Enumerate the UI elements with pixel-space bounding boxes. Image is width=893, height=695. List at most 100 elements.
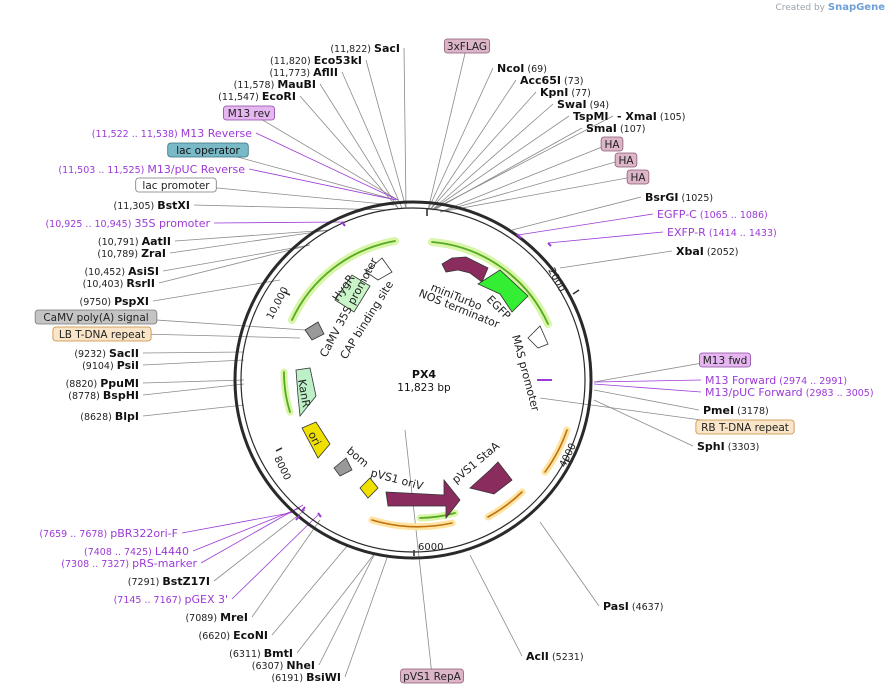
kanr-arrow (295, 367, 317, 418)
label-mrei[interactable]: (7089) MreI (185, 611, 248, 624)
label-text-pgex-3: (7145 .. 7167) pGEX 3' (114, 593, 228, 606)
connector-saci (403, 47, 407, 209)
connector-acli (469, 554, 523, 657)
label-lb-tdna-repeat-tag[interactable]: LB T-DNA repeat (52, 326, 152, 342)
label-aflii[interactable]: (11,773) AflII (269, 66, 338, 79)
label-sphi[interactable]: SphI (3303) (697, 440, 759, 453)
label-blpi[interactable]: (8628) BlpI (80, 410, 139, 423)
label-bmti[interactable]: (6311) BmtI (229, 647, 293, 660)
label-m13-rev-tag[interactable]: M13 rev (223, 105, 275, 121)
connector-bstz17i (213, 509, 306, 582)
label-swai[interactable]: SwaI (94) (557, 98, 609, 111)
label-text-sacii: (9232) SacII (74, 347, 139, 360)
connector-mrei (251, 519, 321, 618)
label-nhei[interactable]: (6307) NheI (252, 659, 315, 672)
tag-text-lac-operator-tag: lac operator (176, 145, 240, 157)
connector-blpi (142, 404, 245, 417)
label-3xflag-tag[interactable]: 3xFLAG (443, 38, 491, 54)
label-psii[interactable]: (9104) PsiI (82, 359, 139, 372)
label-tspmi[interactable]: TspMI (573, 110, 609, 123)
label-ha-tag-2[interactable]: HA (614, 152, 638, 168)
label-bsrgi[interactable]: BsrGI (1025) (645, 191, 713, 204)
connector-swai (431, 103, 554, 211)
label-smai[interactable]: SmaI (107) (586, 122, 645, 135)
label-pasi[interactable]: PasI (4637) (603, 600, 663, 613)
label-text-pmei: PmeI (3178) (703, 404, 769, 417)
label-kpni[interactable]: KpnI (77) (540, 86, 591, 99)
tick-marks (275, 208, 580, 556)
connector-ncoi (427, 67, 494, 211)
connector-xbai (559, 250, 673, 269)
label-text-egfp-c: EGFP-C (1065 .. 1086) (657, 208, 768, 221)
label-econi[interactable]: (6620) EcoNI (198, 629, 268, 642)
connector-pbr322ori-f (181, 511, 296, 534)
label-35s-promoter-primer[interactable]: (10,925 .. 10,945) 35S promoter (45, 217, 210, 230)
attribution-prefix: Created by (775, 3, 825, 13)
label-ha-tag-3[interactable]: HA (626, 169, 650, 185)
connector-ha-tag-2 (439, 158, 627, 213)
connector-35s-promoter-primer (213, 221, 345, 224)
label-ppumi[interactable]: (8820) PpuMI (66, 377, 139, 390)
label-m13-puc-reverse[interactable]: (11,503 .. 11,525) M13/pUC Reverse (58, 163, 245, 176)
label-m13-puc-forward[interactable]: M13/pUC Forward (2983 .. 3005) (705, 386, 874, 399)
label-exfp-r[interactable]: EXFP-R (1414 .. 1433) (667, 226, 777, 239)
label-lac-operator-tag[interactable]: lac operator (167, 142, 249, 158)
ori-small (359, 477, 379, 499)
tag-box-camv-polya-tag (34, 309, 158, 325)
label-pbr322ori-f[interactable]: (7659 .. 7678) pBR322ori-F (39, 527, 178, 540)
label-pvs1-repa-tag[interactable]: pVS1 RepA (400, 668, 464, 684)
label-text-econi: (6620) EcoNI (198, 629, 268, 642)
connector-lac-operator-tag (207, 148, 397, 201)
label-xmai[interactable]: - XmaI (105) (617, 110, 685, 123)
label-ecori[interactable]: (11,547) EcoRI (218, 90, 296, 103)
connector-asisi (162, 244, 311, 272)
label-acc65i[interactable]: Acc65I (73) (520, 74, 584, 87)
connector-m13-reverse (255, 132, 399, 201)
label-zrai[interactable]: (10,789) ZraI (97, 247, 166, 260)
label-bsphi[interactable]: (8778) BspHI (68, 389, 139, 402)
label-xbai[interactable]: XbaI (2052) (676, 245, 739, 258)
label-pgex-3[interactable]: (7145 .. 7167) pGEX 3' (114, 593, 228, 606)
label-text-nhei: (6307) NheI (252, 659, 315, 672)
connector-bmti (296, 552, 376, 654)
label-m13-reverse[interactable]: (11,522 .. 11,538) M13 Reverse (92, 127, 252, 140)
label-camv-polya-tag[interactable]: CaMV poly(A) signal (34, 309, 158, 325)
label-asisi[interactable]: (10,452) AsiSI (84, 265, 159, 278)
label-pmei[interactable]: PmeI (3178) (703, 404, 769, 417)
tag-text-3xflag-tag: 3xFLAG (447, 41, 487, 53)
label-bstz17i[interactable]: (7291) BstZ17I (128, 575, 210, 588)
label-acli[interactable]: AclI (5231) (526, 650, 584, 663)
label-ha-tag-1[interactable]: HA (600, 136, 624, 152)
label-bstxi[interactable]: (11,305) BstXI (114, 199, 190, 212)
label-egfp-c[interactable]: EGFP-C (1065 .. 1086) (657, 208, 768, 221)
label-l4440[interactable]: (7408 .. 7425) L4440 (84, 545, 189, 558)
tag-box-lb-tdna-repeat-tag (52, 326, 152, 342)
tag-text-m13-rev-tag: M13 rev (228, 108, 271, 120)
label-m13-forward[interactable]: M13 Forward (2974 .. 2991) (705, 374, 847, 387)
tick-label-2000: 2000 (545, 266, 567, 294)
label-text-saci: (11,822) SacI (330, 42, 400, 55)
label-eco53ki[interactable]: (11,820) Eco53kI (270, 54, 362, 67)
label-rb-tdna-repeat-tag[interactable]: RB T-DNA repeat (695, 419, 795, 435)
label-sacii[interactable]: (9232) SacII (74, 347, 139, 360)
mas-promoter-arrow (527, 325, 549, 349)
plasmid-name: PX4 (412, 368, 437, 381)
label-lac-promoter-tag[interactable]: lac promoter (135, 177, 217, 193)
label-pspxi[interactable]: (9750) PspXI (80, 295, 150, 308)
label-ncoi[interactable]: NcoI (69) (497, 62, 547, 75)
label-m13-fwd-tag[interactable]: M13 fwd (699, 352, 751, 368)
label-aatii[interactable]: (10,791) AatII (98, 235, 171, 248)
label-text-bsrgi: BsrGI (1025) (645, 191, 713, 204)
label-saci[interactable]: (11,822) SacI (330, 42, 400, 55)
tag-box-lac-operator-tag (167, 142, 249, 158)
label-rsrii[interactable]: (10,403) RsrII (83, 277, 155, 290)
label-text-tspmi: TspMI (573, 110, 609, 123)
label-prs-marker[interactable]: (7308 .. 7327) pRS-marker (61, 557, 197, 570)
label-text-aflii: (11,773) AflII (269, 66, 338, 79)
tag-text-camv-polya-tag: CaMV poly(A) signal (43, 312, 148, 324)
connector-aflii (341, 71, 403, 209)
label-maubi[interactable]: (11,578) MauBI (234, 78, 316, 91)
tag-box-ha-tag-3 (626, 169, 650, 185)
label-bsiwi[interactable]: (6191) BsiWI (271, 671, 341, 684)
